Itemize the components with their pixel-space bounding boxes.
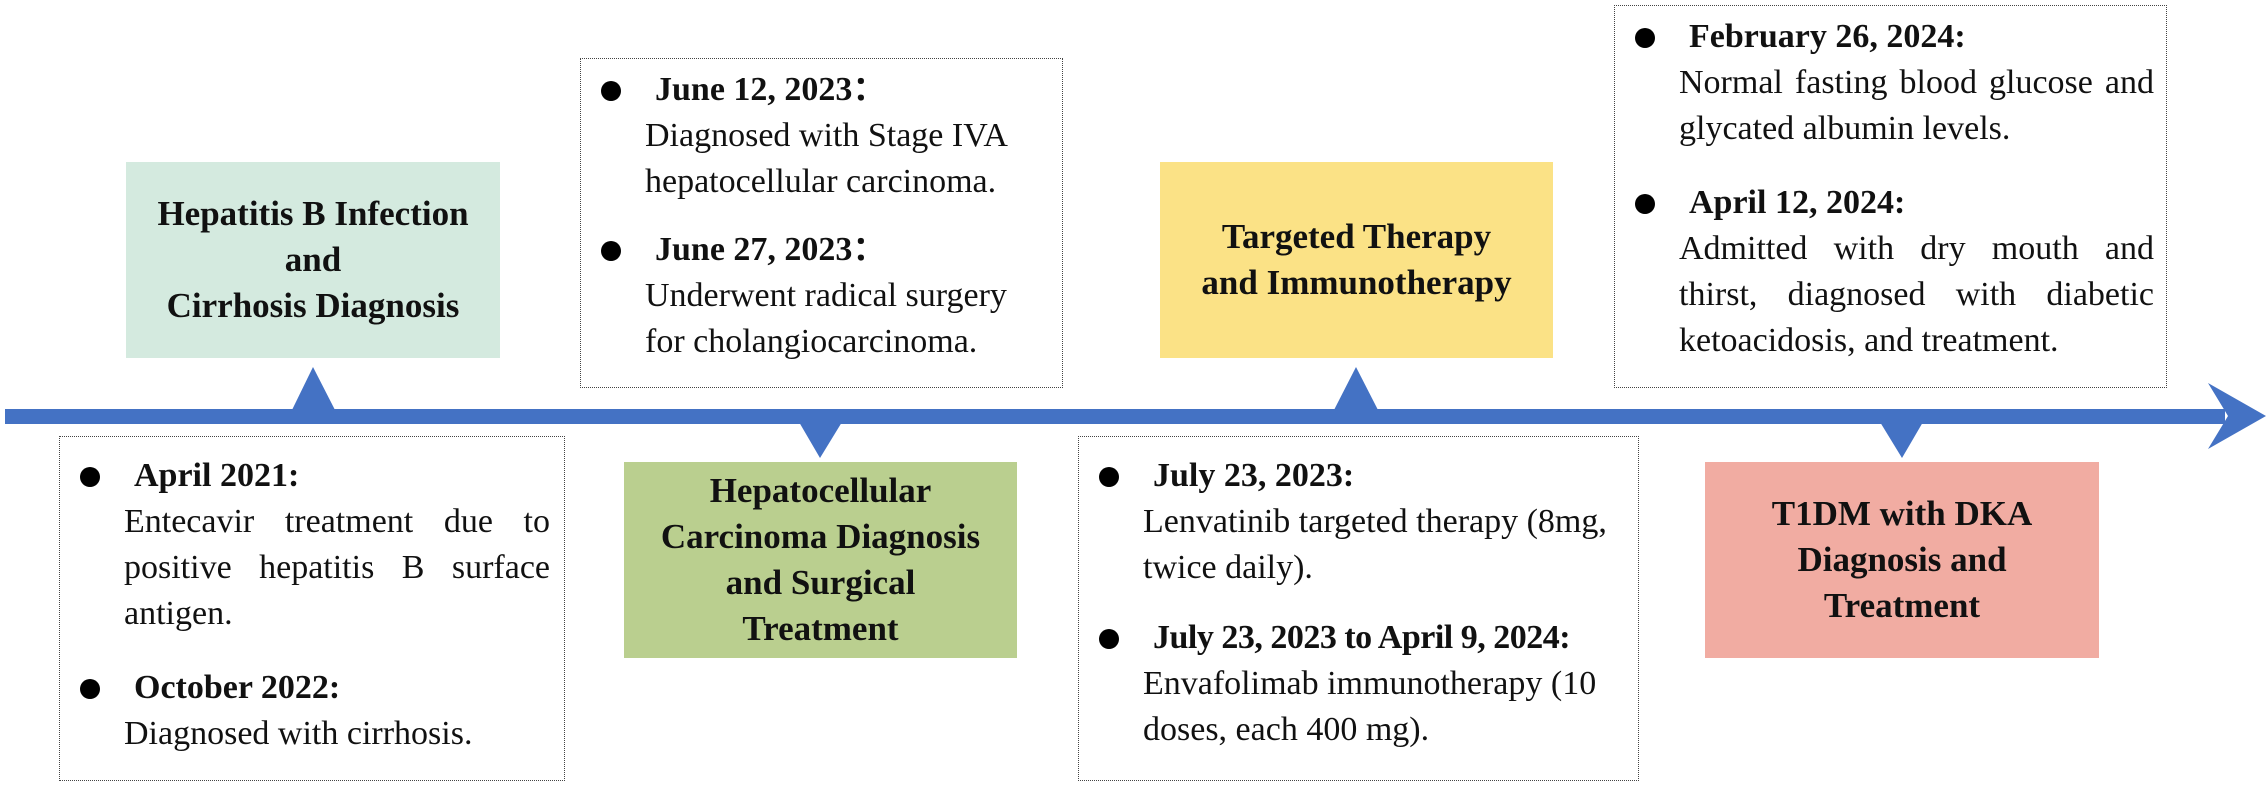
event-group-july-2023: July 23, 2023: Lenvatinib targeted thera… [1078,436,1639,781]
phase-box-hepatitis-b: Hepatitis B Infection and Cirrhosis Diag… [126,162,500,358]
bullet-icon [1099,467,1119,487]
phase-box-title: Targeted Therapy and Immunotherapy [1201,217,1512,302]
phase-2-pointer [799,422,842,458]
event-date: April 2021: [134,457,300,494]
phase-box-targeted-therapy: Targeted Therapy and Immunotherapy [1160,162,1553,358]
event-date: June 27, 2023： [655,231,887,268]
phase-4-pointer [1880,422,1923,458]
phase-box-title: Hepatocellular Carcinoma Diagnosis and S… [660,471,981,648]
bullet-icon [1635,28,1655,48]
bullet-icon [80,679,100,699]
bullet-icon [601,241,621,261]
event-date: July 23, 2023 to April 9, 2024: [1153,619,1571,656]
event-description: Normal fasting blood glucose and glycate… [1679,64,2154,147]
event-item: July 23, 2023: Lenvatinib targeted thera… [1085,453,1628,591]
timeline-arrow-shaft [5,409,2225,424]
event-item: April 12, 2024: Admitted with dry mouth … [1621,180,2154,364]
event-group-2024: February 26, 2024: Normal fasting blood … [1614,5,2167,388]
phase-box-t1dm: T1DM with DKA Diagnosis and Treatment [1705,462,2099,658]
event-description: Envafolimab immunotherapy (10 doses, eac… [1143,665,1597,748]
event-description: Lenvatinib targeted therapy (8mg, twice … [1143,503,1607,586]
event-date: June 12, 2023： [655,71,887,108]
bullet-icon [1099,629,1119,649]
event-item: June 12, 2023： Diagnosed with Stage IVA … [587,67,1052,205]
phase-box-title: T1DM with DKA Diagnosis and Treatment [1771,494,2033,625]
event-item: April 2021: Entecavir treatment due to p… [66,453,550,637]
event-group-2021-2022: April 2021: Entecavir treatment due to p… [59,436,565,781]
event-item: February 26, 2024: Normal fasting blood … [1621,14,2154,152]
event-date: April 12, 2024: [1689,184,1906,221]
event-description: Entecavir treatment due to positive hepa… [124,503,550,632]
event-description: Diagnosed with Stage IVA hepatocellular … [645,117,1007,200]
event-description: Underwent radical surgery for cholangioc… [645,277,1007,360]
timeline-arrow-head [2208,383,2266,449]
event-date: July 23, 2023: [1153,457,1355,494]
event-group-june-2023: June 12, 2023： Diagnosed with Stage IVA … [580,58,1063,388]
bullet-icon [1635,194,1655,214]
phase-box-title: Hepatitis B Infection and Cirrhosis Diag… [157,194,469,325]
event-item: October 2022: Diagnosed with cirrhosis. [66,665,550,757]
event-date: October 2022: [134,669,341,706]
event-description: Admitted with dry mouth and thirst, diag… [1679,230,2154,359]
phase-box-hcc: Hepatocellular Carcinoma Diagnosis and S… [624,462,1017,658]
event-item: July 23, 2023 to April 9, 2024: Envafoli… [1085,615,1628,753]
event-date: February 26, 2024: [1689,18,1966,55]
event-description: Diagnosed with cirrhosis. [124,715,473,752]
phase-1-pointer [292,367,335,410]
bullet-icon [601,81,621,101]
bullet-icon [80,467,100,487]
event-item: June 27, 2023： Underwent radical surgery… [587,227,1052,365]
phase-3-pointer [1334,367,1378,410]
